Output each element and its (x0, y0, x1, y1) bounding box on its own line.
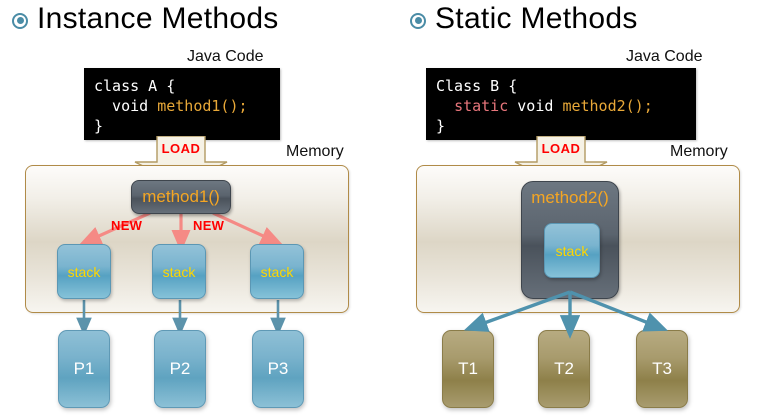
radio-dot-icon (16, 17, 24, 24)
thread-box-label: T1 (458, 359, 478, 378)
process-box-p1[interactable]: P1 (58, 330, 110, 408)
panel-static-methods: Static Methods Java Code Class B { stati… (384, 0, 768, 417)
code-line-2-indent: void (94, 97, 158, 115)
radio-filled-icon (410, 12, 426, 29)
process-box-label: P2 (169, 359, 191, 378)
stack-box-label: stack (555, 242, 589, 259)
radio-dot-icon (414, 17, 422, 24)
code-line-1: Class B { (436, 77, 518, 95)
method-box-method1[interactable]: method1() (131, 180, 231, 214)
process-box-label: P1 (73, 359, 95, 378)
thread-box-label: T2 (554, 359, 574, 378)
java-code-label: Java Code (626, 48, 703, 65)
process-box-p2[interactable]: P2 (154, 330, 206, 408)
memory-label: Memory (670, 143, 728, 160)
code-line-2-method: method2(); (562, 97, 653, 115)
stack-box-label: stack (162, 263, 196, 280)
thread-box-t3[interactable]: T3 (636, 330, 688, 408)
process-box-label: P3 (267, 359, 289, 378)
thread-box-t1[interactable]: T1 (442, 330, 494, 408)
stack-box-3[interactable]: stack (250, 244, 304, 299)
new-label-2: NEW (193, 218, 225, 233)
heading-instance-methods: Instance Methods (12, 4, 279, 34)
stack-box-2[interactable]: stack (152, 244, 206, 299)
stack-box-label: stack (260, 263, 294, 280)
memory-label: Memory (286, 143, 344, 160)
method-box-label: method1() (142, 187, 220, 206)
new-label-1: NEW (111, 218, 143, 233)
code-block-instance: class A { void method1(); } (84, 68, 280, 140)
method-box-method2[interactable]: method2() stack (521, 181, 619, 299)
process-box-p3[interactable]: P3 (252, 330, 304, 408)
java-code-label: Java Code (187, 48, 264, 65)
method-box-label: method2() (531, 188, 609, 207)
heading-static-methods: Static Methods (410, 4, 638, 34)
code-line-2-mid: void (508, 97, 563, 115)
thread-box-label: T3 (652, 359, 672, 378)
stack-box-nested[interactable]: stack (544, 223, 600, 278)
stack-box-1[interactable]: stack (57, 244, 111, 299)
radio-filled-icon (12, 12, 28, 29)
thread-box-t2[interactable]: T2 (538, 330, 590, 408)
code-line-3: } (94, 117, 104, 135)
panel-instance-methods: Instance Methods Java Code class A { voi… (12, 4, 349, 408)
code-line-3: } (436, 117, 446, 135)
code-line-1: class A { (94, 77, 176, 95)
code-block-static: Class B { static void method2(); } (426, 68, 696, 140)
heading-label: Instance Methods (37, 2, 279, 35)
code-line-2-method: method1(); (157, 97, 248, 115)
code-line-2-indent (436, 97, 454, 115)
code-keyword-static: static (454, 97, 509, 115)
heading-label: Static Methods (435, 2, 638, 35)
stack-box-label: stack (67, 263, 101, 280)
